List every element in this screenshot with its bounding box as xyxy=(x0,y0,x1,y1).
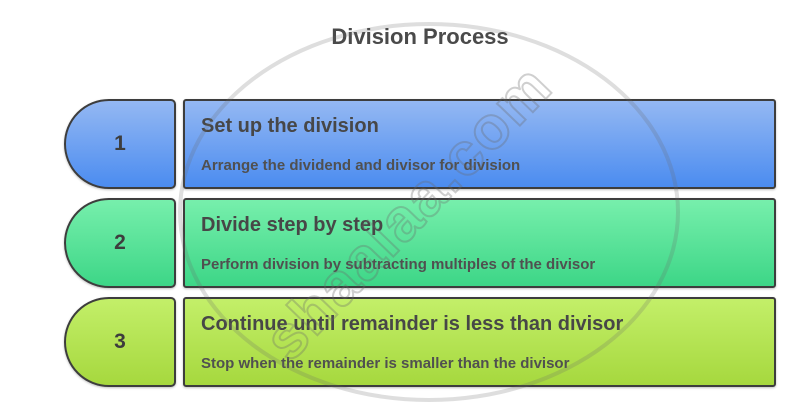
step-title: Divide step by step xyxy=(201,214,384,236)
step-badge-2: 2 xyxy=(64,198,176,288)
step-title: Continue until remainder is less than di… xyxy=(201,313,624,335)
steps-list: 1 Set up the division Arrange the divide… xyxy=(64,99,776,387)
step-description: Stop when the remainder is smaller than … xyxy=(201,355,570,372)
step-box-2: Divide step by step Perform division by … xyxy=(183,198,776,288)
step-number: 3 xyxy=(114,330,126,353)
step-description: Perform division by subtracting multiple… xyxy=(201,256,596,273)
step-number: 1 xyxy=(114,132,126,155)
page-title: Division Process xyxy=(331,24,509,49)
step-description: Arrange the dividend and divisor for div… xyxy=(201,157,521,174)
step-badge-1: 1 xyxy=(64,99,176,189)
step-box-3: Continue until remainder is less than di… xyxy=(183,297,776,387)
step-title: Set up the division xyxy=(201,115,379,137)
step-row-1: 1 Set up the division Arrange the divide… xyxy=(64,99,776,189)
step-box-1: Set up the division Arrange the dividend… xyxy=(183,99,776,189)
step-row-2: 2 Divide step by step Perform division b… xyxy=(64,198,776,288)
step-number: 2 xyxy=(114,231,126,254)
step-badge-3: 3 xyxy=(64,297,176,387)
step-row-3: 3 Continue until remainder is less than … xyxy=(64,297,776,387)
